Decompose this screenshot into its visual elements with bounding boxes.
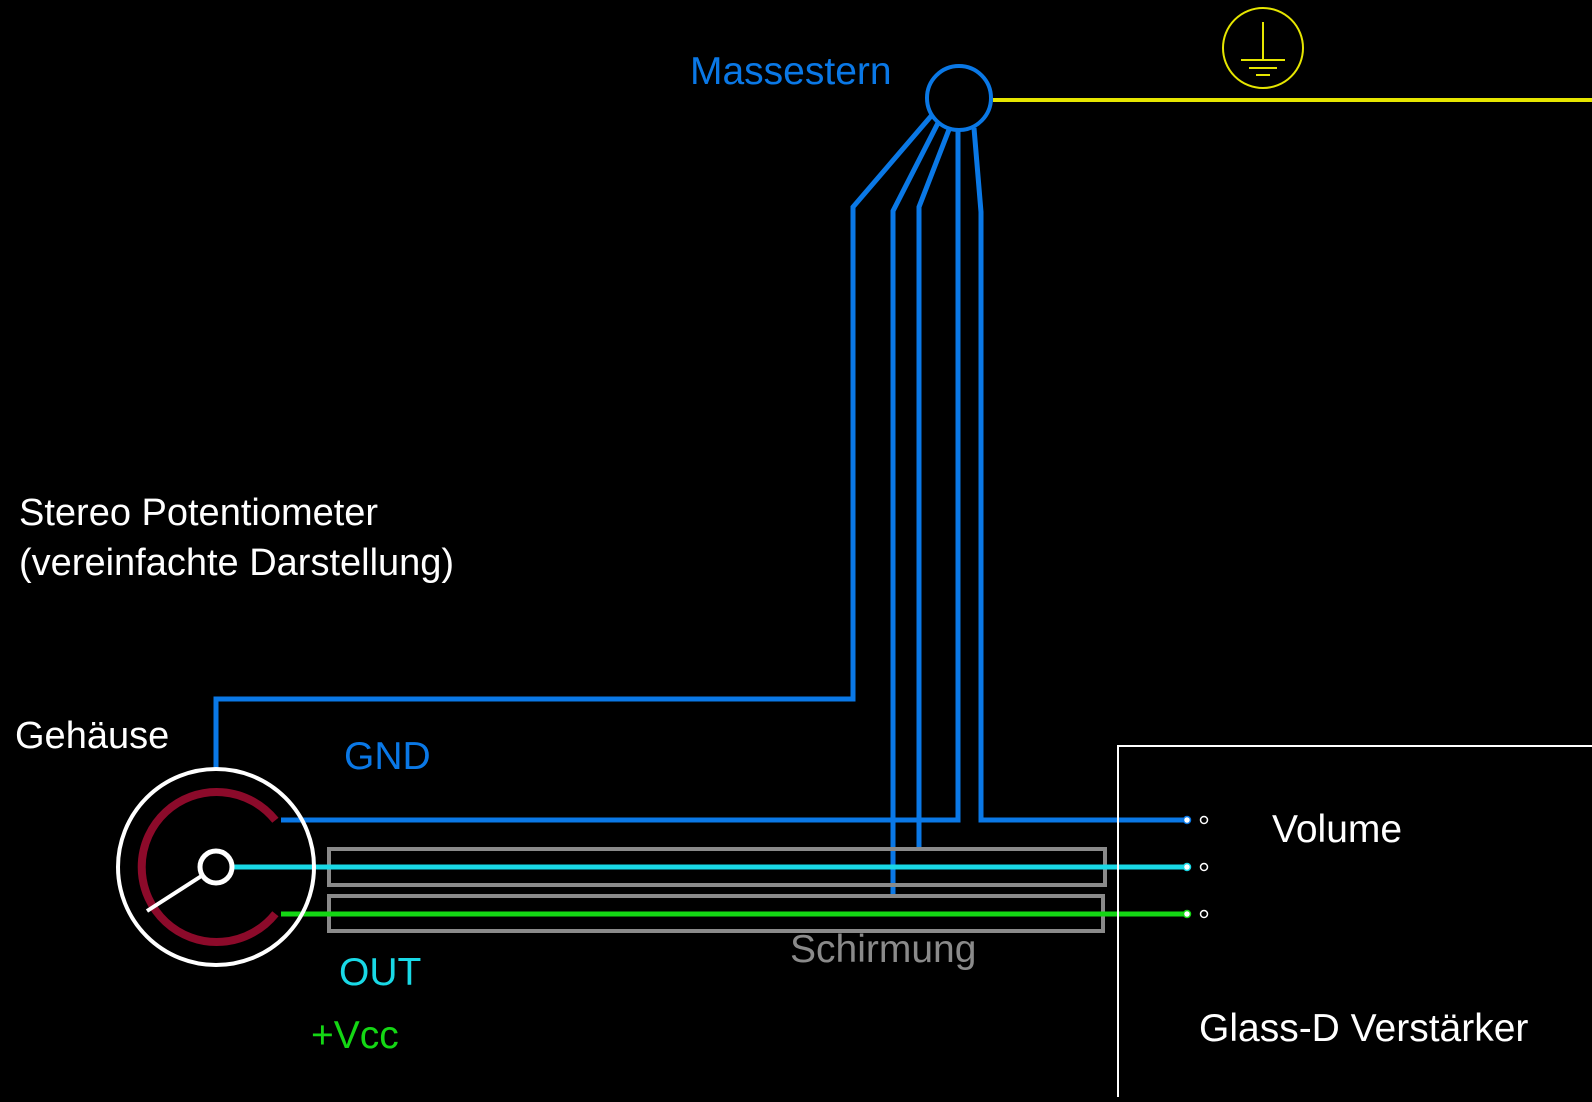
gnd-label: GND (344, 735, 431, 778)
terminal-out (1182, 862, 1192, 872)
pot-shaft (197, 848, 235, 886)
gnd-wires (213, 113, 1188, 898)
gnd-wire-pot (281, 130, 961, 823)
pot-wiper (145, 873, 205, 913)
protective-earth-icon (1222, 7, 1304, 89)
massestern-label: Massestern (690, 50, 892, 93)
gnd-wire-amp (971, 127, 1188, 823)
amplifier-input-terminals (1182, 815, 1209, 919)
gnd-wire-housing (213, 113, 934, 768)
volume-label: Volume (1272, 808, 1403, 851)
gnd-wire-shield-upper (916, 126, 953, 851)
out-label: OUT (339, 951, 422, 994)
potentiometer-icon (116, 767, 316, 967)
stereo-pot-subtitle: (vereinfachte Darstellung) (19, 542, 455, 584)
gnd-wire-shield-lower (890, 119, 942, 898)
amplifier-box (1117, 745, 1592, 1097)
shield-label: Schirmung (790, 928, 977, 971)
pot-track (137, 788, 279, 946)
cable-shields (327, 847, 1107, 933)
housing-label: Gehäuse (15, 715, 170, 757)
terminal-gnd (1182, 815, 1192, 825)
amplifier-label: Glass-D Verstärker (1199, 1007, 1529, 1050)
terminal-vcc (1182, 909, 1192, 919)
vcc-label: +Vcc (311, 1014, 399, 1057)
stereo-pot-title: Stereo Potentiometer (19, 492, 379, 534)
